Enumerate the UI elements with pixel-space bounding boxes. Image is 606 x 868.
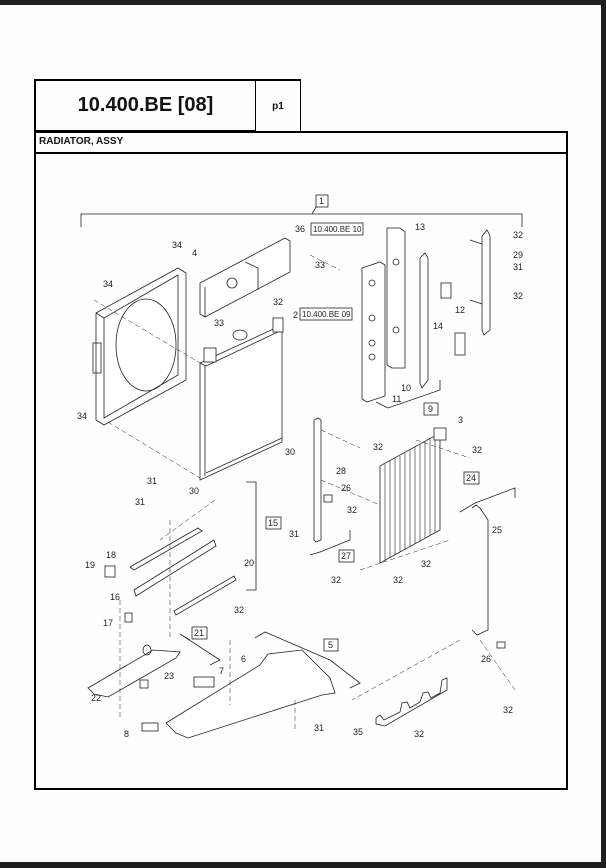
assembly-title: RADIATOR, ASSY — [34, 131, 568, 154]
cross-ref-be10[interactable]: 10.400.BE 10 — [313, 225, 362, 234]
callout: 32 — [472, 445, 482, 455]
callout: 32 — [273, 297, 283, 307]
callout: 31 — [135, 497, 145, 507]
callout: 8 — [124, 729, 129, 739]
callout: 33 — [315, 260, 325, 270]
callout: 32 — [331, 575, 341, 585]
callout: 7 — [219, 666, 224, 676]
callout: 29 — [513, 250, 523, 260]
plate-22 — [87, 644, 181, 698]
radiator — [199, 317, 284, 481]
assembly-brackets — [179, 380, 516, 689]
assembly-box-21: 21 — [194, 628, 204, 638]
viewer-edge — [601, 5, 606, 862]
callout: 30 — [189, 486, 199, 496]
callout: 32 — [513, 291, 523, 301]
assembly-box-group: 5 9 15 21 24 27 — [191, 402, 480, 652]
callout: 34 — [103, 279, 113, 289]
callout: 32 — [393, 575, 403, 585]
callout: 4 — [192, 248, 197, 258]
callout: 12 — [455, 305, 465, 315]
assembly-box-15: 15 — [268, 518, 278, 528]
bracket-29 — [469, 229, 491, 336]
callout: 32 — [513, 230, 523, 240]
cross-references: 10.400.BE 10 10.400.BE 09 — [299, 222, 364, 321]
callout: 32 — [347, 505, 357, 515]
page-label: p1 — [256, 79, 301, 132]
callout: 31 — [289, 529, 299, 539]
callout: 22 — [91, 693, 101, 703]
callout: 19 — [85, 560, 95, 570]
mount-rails — [104, 527, 237, 623]
callout: 36 — [295, 224, 305, 234]
callout: 31 — [147, 476, 157, 486]
cross-ref-be09[interactable]: 10.400.BE 09 — [302, 310, 351, 319]
assembly-box-5: 5 — [328, 640, 333, 650]
bracket-35 — [375, 677, 448, 727]
diagram-frame — [34, 131, 568, 790]
callout: 32 — [373, 442, 383, 452]
assembly-box-27: 27 — [341, 551, 351, 561]
callout: 3 — [458, 415, 463, 425]
callout: 11 — [392, 394, 401, 404]
callout: 13 — [415, 222, 425, 232]
callout: 2 — [293, 310, 298, 320]
assembly-box-1: 1 — [319, 196, 324, 206]
assembly-box-24: 24 — [466, 473, 476, 483]
callout: 28 — [336, 466, 346, 476]
bracket-28 — [313, 417, 333, 543]
clips — [440, 282, 466, 356]
support-bar — [471, 504, 506, 649]
callout: 31 — [513, 262, 523, 272]
callout: 30 — [285, 447, 295, 457]
fan-shroud — [92, 267, 187, 426]
bracket-10 — [419, 252, 429, 389]
assembly-1-bracket: 1 — [80, 194, 523, 227]
callout: 25 — [492, 525, 502, 535]
callout: 34 — [77, 411, 87, 421]
callout: 34 — [172, 240, 182, 250]
callout: 32 — [421, 559, 431, 569]
alignment-guides — [93, 254, 516, 730]
callout: 35 — [353, 727, 363, 737]
callout: 18 — [106, 550, 116, 560]
callout: 14 — [433, 321, 443, 331]
assembly-box-9: 9 — [428, 404, 433, 414]
callout: 31 — [314, 723, 324, 733]
seals — [361, 227, 406, 403]
oil-cooler — [379, 427, 447, 564]
callout: 26 — [341, 483, 351, 493]
callout: 10 — [401, 383, 411, 393]
callout-labels: 36 34 4 34 33 32 33 2 34 30 30 31 31 13 … — [77, 222, 523, 739]
callout: 32 — [503, 705, 513, 715]
callout: 26 — [481, 654, 491, 664]
callout: 16 — [110, 592, 120, 602]
base-plate — [141, 649, 336, 739]
callout: 23 — [164, 671, 174, 681]
document-page — [0, 5, 601, 862]
callout: 32 — [414, 729, 424, 739]
top-bracket — [199, 237, 291, 318]
callout: 33 — [214, 318, 224, 328]
callout: 6 — [241, 654, 246, 664]
callout: 20 — [244, 558, 254, 568]
callout: 17 — [103, 618, 113, 628]
callout: 32 — [234, 605, 244, 615]
